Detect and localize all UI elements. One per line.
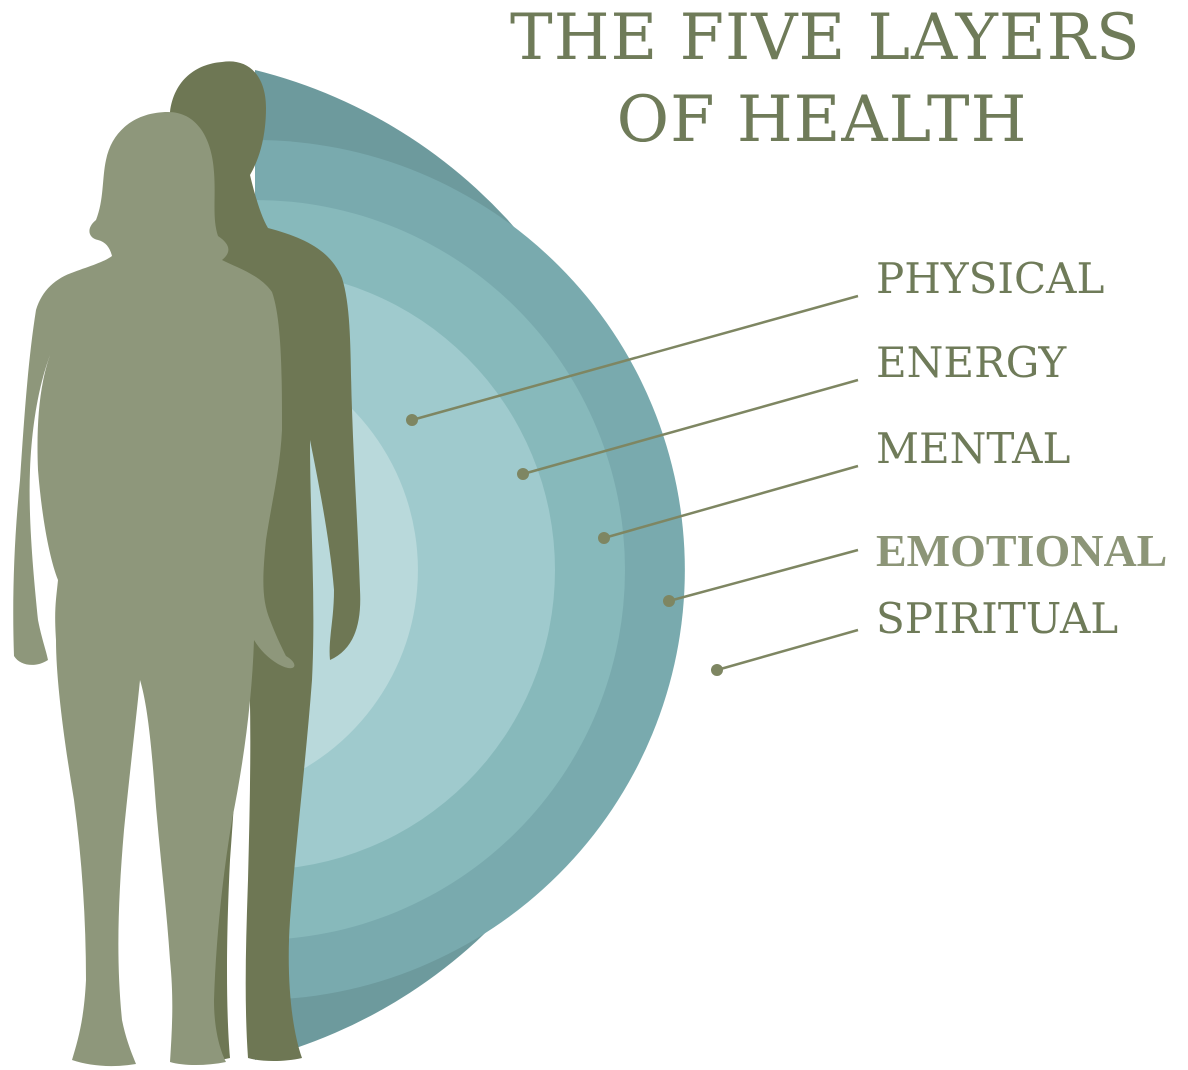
leader-line-emotional bbox=[669, 550, 858, 601]
layer-rings bbox=[255, 70, 685, 1060]
layer-label-spiritual: SPIRITUAL bbox=[876, 598, 1118, 640]
leader-dot-spiritual bbox=[711, 664, 723, 676]
layer-label-physical: PHYSICAL bbox=[876, 258, 1104, 300]
leader-dot-mental bbox=[598, 532, 610, 544]
title-line-2: OF HEALTH bbox=[510, 88, 1134, 152]
layer-label-emotional: EMOTIONAL bbox=[876, 528, 1167, 574]
leader-dot-emotional bbox=[663, 595, 675, 607]
layer-label-mental: MENTAL bbox=[876, 428, 1070, 470]
layer-label-energy: ENERGY bbox=[876, 342, 1066, 384]
leader-dot-energy bbox=[517, 468, 529, 480]
leader-line-spiritual bbox=[717, 630, 858, 670]
leader-dot-physical bbox=[406, 414, 418, 426]
title-line-1: THE FIVE LAYERS bbox=[510, 6, 1134, 70]
